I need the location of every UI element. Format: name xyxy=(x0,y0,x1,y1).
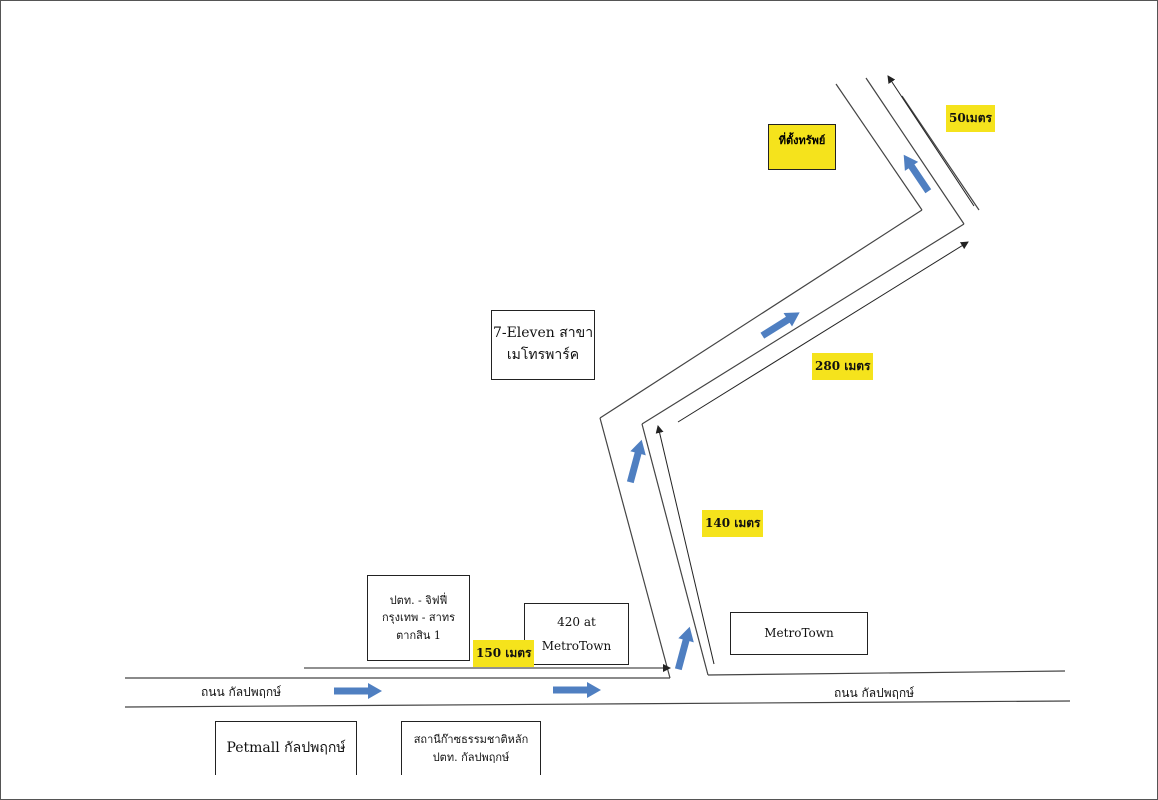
landmark-7eleven-line1: 7-Eleven สาขา xyxy=(492,325,594,342)
main-road-bottom-edge xyxy=(124,700,1071,708)
landmark-metrotown: MetroTown xyxy=(730,612,868,655)
distance-arrow-50 xyxy=(887,75,975,207)
side-road-lower-left-edge xyxy=(599,417,671,679)
landmark-petmall: Petmall กัลปพฤกษ์ xyxy=(215,721,357,775)
direction-arrow-icon xyxy=(553,682,601,698)
distance-label-280m: 280 เมตร xyxy=(812,353,874,380)
landmark-ptt-jiffy-line3: ตากสิน 1 xyxy=(396,628,441,642)
distance-label-50m: 50เมตร xyxy=(946,105,995,132)
distance-arrow-280 xyxy=(677,241,969,423)
main-road-top-edge-right xyxy=(707,670,1066,676)
side-road-upper-right-edge xyxy=(865,77,965,225)
road-label-right: ถนน กัลปพฤกษ์ xyxy=(834,686,915,700)
landmark-ptt-ngv-line2: ปตท. กัลปพฤกษ์ xyxy=(432,750,510,764)
landmark-420-line2: MetroTown xyxy=(541,639,612,653)
direction-arrow-icon xyxy=(674,626,694,671)
direction-arrow-icon xyxy=(626,439,646,484)
side-road-upper-left-edge xyxy=(835,83,923,211)
distance-label-140m: 140 เมตร xyxy=(702,510,764,537)
side-road-upper-far-edge xyxy=(901,95,980,211)
landmark-petmall-label: Petmall กัลปพฤกษ์ xyxy=(226,739,346,756)
side-road-lower-right-edge xyxy=(641,423,709,676)
destination-label: ที่ตั้งทรัพย์ xyxy=(778,134,826,147)
distance-label-150m: 150 เมตร xyxy=(473,640,535,667)
landmark-ptt-jiffy-line2: กรุงเทพ - สาทร xyxy=(382,611,455,625)
side-road-mid-left-edge xyxy=(599,209,923,419)
landmark-ptt-ngv-station: สถานีก๊าซธรรมชาติหลัก ปตท. กัลปพฤกษ์ xyxy=(401,721,541,775)
destination-marker: ที่ตั้งทรัพย์ xyxy=(768,124,836,170)
landmark-420-metrotown: 420 at MetroTown xyxy=(524,603,629,665)
direction-arrow-icon xyxy=(334,683,382,699)
landmark-7eleven-line2: เมโทรพาร์ค xyxy=(506,347,580,363)
distance-arrow-140 xyxy=(655,425,715,665)
direction-arrow-icon xyxy=(903,154,932,194)
landmark-420-line1: 420 at xyxy=(557,615,596,629)
direction-arrow-icon xyxy=(760,312,800,339)
landmark-ptt-ngv-line1: สถานีก๊าซธรรมชาติหลัก xyxy=(413,733,529,747)
landmark-7eleven: 7-Eleven สาขา เมโทรพาร์ค xyxy=(491,310,595,380)
landmark-ptt-jiffy-line1: ปตท. - จิฟฟี่ xyxy=(389,594,448,608)
landmark-metrotown-label: MetroTown xyxy=(764,626,834,641)
landmark-ptt-jiffy: ปตท. - จิฟฟี่ กรุงเทพ - สาทร ตากสิน 1 xyxy=(367,575,470,661)
road-label-left: ถนน กัลปพฤกษ์ xyxy=(201,685,282,699)
side-road-mid-right-edge xyxy=(641,223,965,425)
